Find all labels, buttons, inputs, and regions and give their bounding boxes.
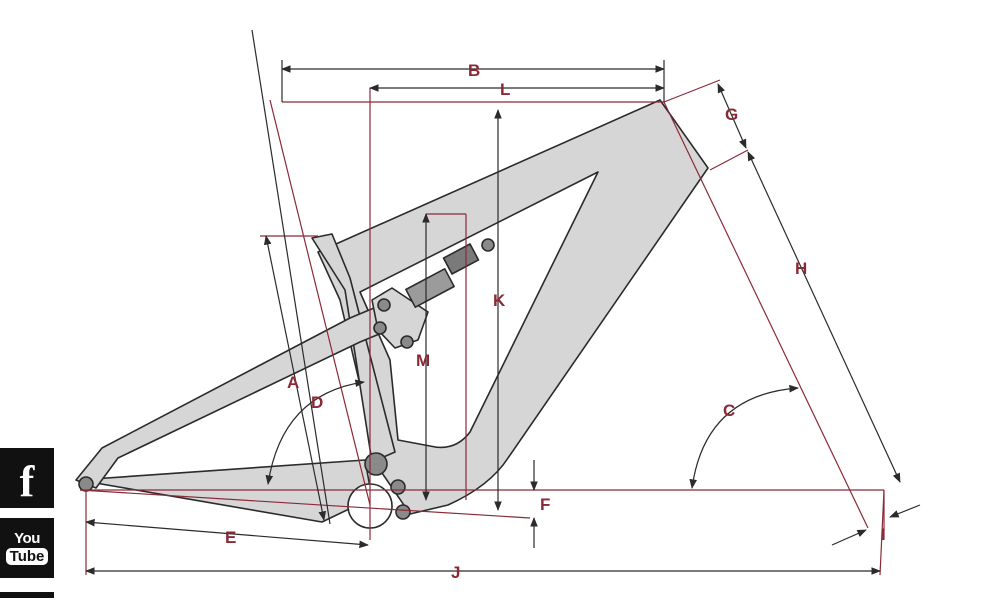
label-M: M (416, 351, 430, 370)
youtube-button[interactable]: You Tube (0, 518, 54, 578)
bike-frame (75, 99, 709, 529)
label-G: G (725, 105, 738, 124)
label-K: K (493, 291, 506, 310)
dim-C-arc (689, 384, 799, 489)
facebook-button[interactable]: f (0, 448, 54, 508)
label-D: D (311, 393, 323, 412)
label-E: E (225, 528, 236, 547)
rear-shock (405, 243, 480, 308)
label-A: A (287, 373, 299, 392)
facebook-icon: f (19, 456, 35, 506)
label-H: H (795, 259, 807, 278)
label-I: I (881, 525, 886, 544)
dim-D-arc (265, 379, 365, 485)
dimension-labels: B L G H K M A D C F E I J (225, 61, 886, 582)
label-F: F (540, 495, 550, 514)
social-button-partial[interactable] (0, 592, 54, 598)
label-J: J (451, 563, 460, 582)
dim-I (831, 529, 867, 546)
label-L: L (500, 80, 510, 99)
label-C: C (723, 401, 735, 420)
label-B: B (468, 61, 480, 80)
dim-G (717, 83, 747, 149)
youtube-icon-tube: Tube (5, 548, 49, 565)
seat-tube (311, 233, 396, 463)
dimension-lines (85, 29, 921, 575)
youtube-icon: You (14, 530, 40, 547)
dim-H (747, 151, 901, 483)
dim-E (85, 518, 369, 549)
